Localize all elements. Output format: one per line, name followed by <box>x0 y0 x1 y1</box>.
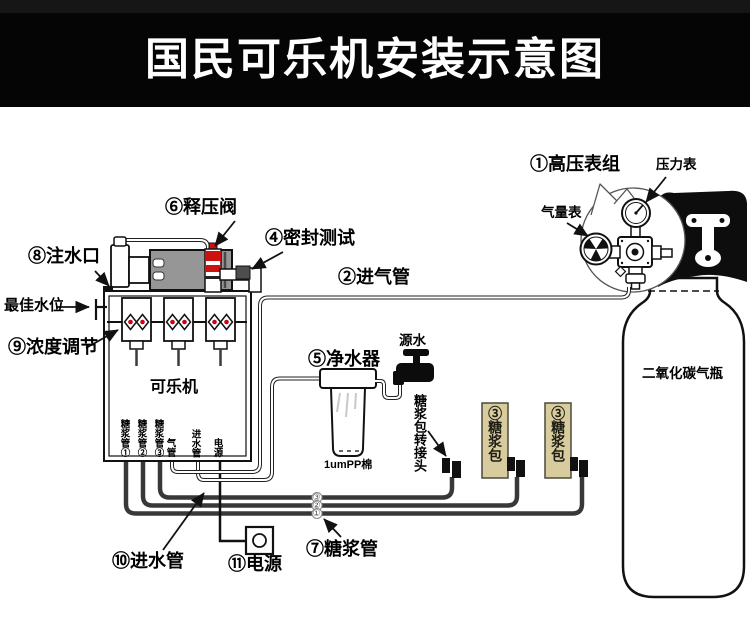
concentration-valves <box>123 313 234 331</box>
label-relief-valve: ⑥释压阀 <box>165 197 237 217</box>
label-concentration: ⑨浓度调节 <box>8 337 98 357</box>
label-water-inlet-pipe: ⑩进水管 <box>112 551 184 571</box>
faucet-pipe <box>375 379 402 400</box>
arrow-water-fill <box>94 270 110 287</box>
label-syrup-pipe: ⑦糖浆管 <box>306 539 378 559</box>
pipe-number-markers <box>311 492 323 519</box>
label-co2-cylinder: 二氧化碳气瓶 <box>642 366 723 381</box>
label-pressure-gauge: 压力表 <box>656 157 697 172</box>
label-source-water: 源水 <box>399 333 426 348</box>
label-gauge-group: ①高压表组 <box>530 154 620 174</box>
port-label-syrup-2: 糖浆管② <box>135 419 147 457</box>
arrow-syrup-pipe <box>323 518 342 538</box>
label-cola-machine: 可乐机 <box>150 379 199 396</box>
label-gas-gauge: 气量表 <box>541 205 582 220</box>
water-fill-port <box>103 286 113 292</box>
relief-valve <box>204 242 222 293</box>
arrow-adapter <box>427 430 447 457</box>
faucet-icon <box>393 349 434 385</box>
arrow-seal-test <box>251 251 284 270</box>
machine-interior <box>94 297 247 366</box>
label-power: ⑪电源 <box>228 554 282 574</box>
label-syrup-adapter: 糖浆包转接头 <box>411 394 427 472</box>
port-label-gas: 气管 <box>164 438 176 457</box>
co2-cylinder <box>621 190 747 599</box>
regulator-assembly <box>579 198 673 290</box>
pipe-marker-1: ① <box>312 508 321 518</box>
label-best-water-level: 最佳水位 <box>4 297 65 314</box>
syrup-adapter <box>442 458 461 478</box>
syrup-pack-2 <box>544 402 588 479</box>
seal-test-plug <box>235 265 251 280</box>
label-water-fill-port: ⑧注水口 <box>28 246 100 266</box>
pump-assembly <box>110 236 262 293</box>
water-inlet-pipe <box>196 376 321 482</box>
tank-nozzles <box>135 349 222 366</box>
syrup-pipe-1 <box>123 458 585 516</box>
arrow-pressure-gauge <box>645 176 667 203</box>
label-seal-test: ④密封测试 <box>265 228 355 248</box>
syrup-pack-1 <box>481 402 525 479</box>
label-pp-cotton: 1umPP棉 <box>324 459 373 471</box>
port-label-water: 进水管 <box>189 428 201 458</box>
port-label-syrup-3: 糖浆管③ <box>152 419 164 457</box>
page-title: 国民可乐机安装示意图 <box>145 35 605 84</box>
pipe-marker-3: ③ <box>312 492 321 502</box>
label-gas-inlet-pipe: ②进气管 <box>338 267 410 287</box>
port-label-syrup-1: 糖浆管① <box>118 419 130 457</box>
power-cord <box>218 458 275 556</box>
gas-pipe-lower <box>170 310 262 474</box>
gas-volume-gauge-icon <box>579 232 613 266</box>
arrow-concentration <box>85 329 119 349</box>
syrup-pipe-3 <box>157 458 455 500</box>
label-syrup-pack-2: ③糖浆包 <box>550 406 567 462</box>
annotation-arrows <box>56 176 667 551</box>
banner-top-strip <box>0 0 750 13</box>
arrow-relief-valve <box>214 220 236 247</box>
title-banner: 国民可乐机安装示意图 <box>0 0 750 107</box>
water-purifier <box>319 368 377 457</box>
label-water-purifier: ⑤净水器 <box>308 349 380 369</box>
arrow-water-pipe <box>162 492 205 551</box>
pipe-marker-2: ② <box>312 500 321 510</box>
label-syrup-pack-1: ③糖浆包 <box>487 406 504 462</box>
port-label-power: 电源 <box>211 438 223 457</box>
gas-pipe-upper <box>258 287 631 315</box>
syrup-pipes <box>123 458 585 516</box>
power-outlet-icon <box>252 533 267 548</box>
syrup-pipe-2 <box>140 458 520 508</box>
pump-body <box>110 244 130 288</box>
arrow-gas-gauge <box>566 222 589 237</box>
pressure-gauge-icon <box>621 198 651 228</box>
